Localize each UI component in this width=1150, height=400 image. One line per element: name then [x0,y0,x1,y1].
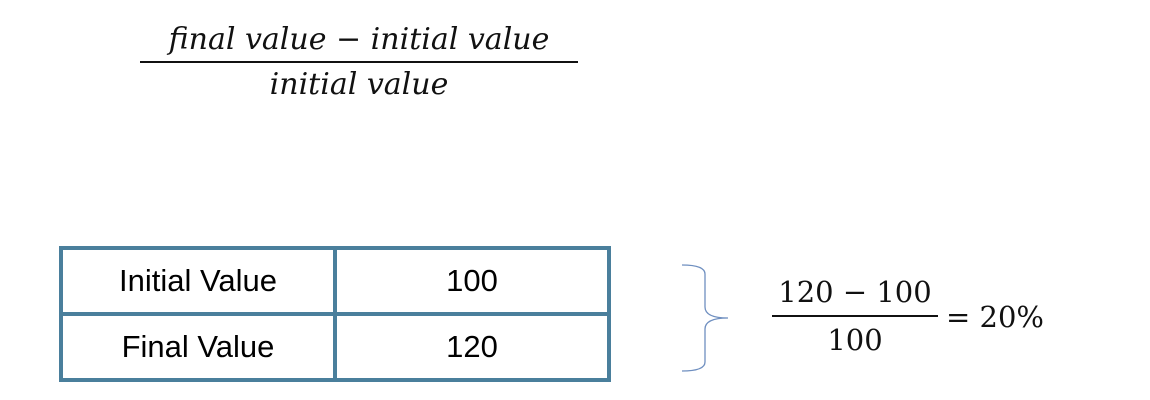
result-numerator: 120 − 100 [778,275,932,309]
table-row: Initial Value 100 [59,246,611,316]
table-row: Final Value 120 [59,312,611,382]
formula-numerator: final value − initial value [168,22,550,57]
result-equals: = 20% [946,300,1044,334]
result-fraction: 120 − 100 100 [772,275,938,357]
row-value: 100 [333,246,611,316]
result-denominator: 100 [827,323,883,357]
values-table: Initial Value 100 Final Value 120 [59,246,611,382]
row-value: 120 [333,312,611,382]
percent-change-formula: final value − initial value initial valu… [140,22,578,102]
result-calculation: 120 − 100 100 = 20% [772,275,1044,357]
right-brace-icon [681,264,729,372]
row-label: Initial Value [59,246,337,316]
row-label: Final Value [59,312,337,382]
fraction-bar [772,315,938,317]
fraction-bar [140,61,578,63]
formula-denominator: initial value [269,67,449,102]
